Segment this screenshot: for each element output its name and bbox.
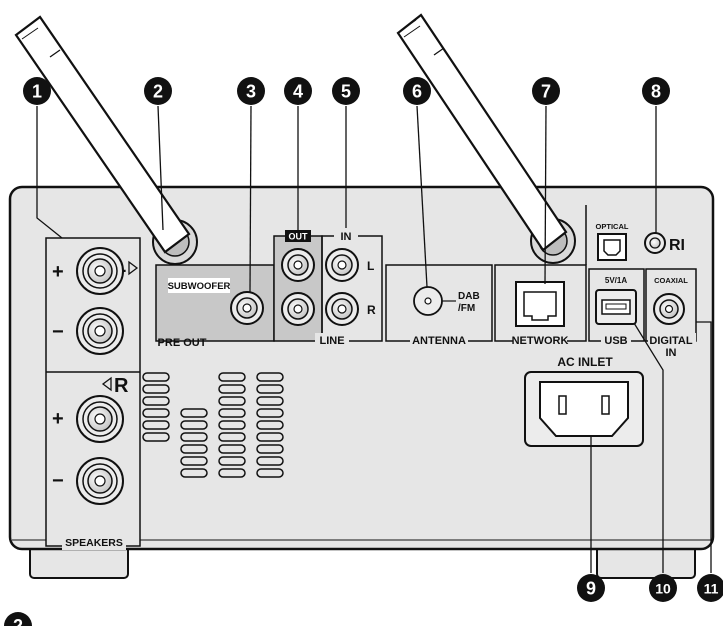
speakers-label-bg [62,536,126,550]
antenna-label-bg [410,333,468,347]
in-label-bg [334,229,358,243]
digital-label-bg [648,333,696,361]
callout-2: 2 [144,77,172,105]
svg-text:1: 1 [32,82,42,102]
usb-label: USB [604,335,627,347]
svg-text:2: 2 [153,82,163,102]
network-label: NETWORK [512,335,569,347]
subwoofer-label: SUBWOOFER [168,281,231,292]
out-label-bg [285,230,311,242]
coaxial-label: COAXIAL [654,276,688,285]
ac-inlet-socket[interactable] [524,371,644,447]
speaker-terminal-r-plus[interactable] [76,395,124,443]
callout-3: 3 [237,77,265,105]
digital-label: DIGITAL [649,335,692,347]
svg-text:3: 3 [246,82,256,102]
antenna-rod-left [14,15,191,254]
optical-input-port[interactable] [597,233,627,261]
usb-label-bg [601,333,631,347]
speakers-label: SPEAKERS [65,537,123,549]
line-out-l-jack[interactable] [281,248,315,282]
callout-leader-lines [36,105,712,573]
coaxial-input-jack[interactable] [653,293,685,325]
line-label-bg [315,333,349,347]
svg-text:10: 10 [655,581,671,597]
usb-port[interactable] [595,289,637,325]
svg-text:9: 9 [586,579,596,599]
speaker-l-plus: + [52,261,64,283]
line-in-r-label: R [367,303,376,317]
speaker-terminal-l-minus[interactable] [76,307,124,355]
out-label: OUT [289,232,309,242]
callout-5: 5 [332,77,360,105]
fm-label: /FM [458,303,475,314]
line-label: LINE [319,335,344,347]
callout-8: 8 [642,77,670,105]
speaker-l-minus: − [52,321,64,343]
ac-inlet-label: AC INLET [557,355,613,369]
callout-11: 11 [697,574,723,602]
antenna-rod-right [396,13,568,252]
pre-out-label: PRE OUT [158,337,207,349]
callout-partial: 2 [4,612,32,626]
callout-6: 6 [403,77,431,105]
svg-text:11: 11 [704,581,719,597]
callout-1: 1 [23,77,51,105]
callout-9: 9 [577,574,605,602]
line-in-l-jack[interactable] [325,248,359,282]
speaker-r-minus: − [52,470,64,492]
usb-rating-label: 5V/1A [605,276,627,285]
network-label-bg [513,333,567,347]
optical-label: OPTICAL [596,222,629,231]
svg-text:7: 7 [541,82,551,102]
callout-4: 4 [284,77,312,105]
svg-text:2: 2 [13,616,23,626]
callout-7: 7 [532,77,560,105]
svg-text:8: 8 [651,82,661,102]
callout-10: 10 [649,574,677,602]
in-label: IN [341,231,352,243]
ri-label: RI [669,237,685,254]
speaker-right-arrow [101,376,112,392]
subwoofer-jack[interactable] [230,291,264,325]
dab-fm-antenna-jack[interactable] [413,286,443,316]
svg-text:4: 4 [293,82,303,102]
line-in-r-jack[interactable] [325,292,359,326]
line-out-r-jack[interactable] [281,292,315,326]
speaker-terminal-r-minus[interactable] [76,457,124,505]
digital-in-label: IN [666,347,677,359]
svg-text:6: 6 [412,82,422,102]
dab-label: DAB [458,291,480,302]
subwoofer-label-bg [168,278,230,293]
antenna-label: ANTENNA [412,335,466,347]
ventilation-slots [142,372,284,478]
svg-text:5: 5 [341,82,351,102]
speaker-left-arrow [128,260,139,276]
speaker-terminal-l-plus[interactable] [76,247,124,295]
speaker-r-plus: + [52,408,64,430]
speaker-right-label: R [114,375,129,397]
network-port[interactable] [515,281,565,327]
line-in-l-label: L [367,259,374,273]
ri-remote-jack[interactable] [644,232,666,254]
